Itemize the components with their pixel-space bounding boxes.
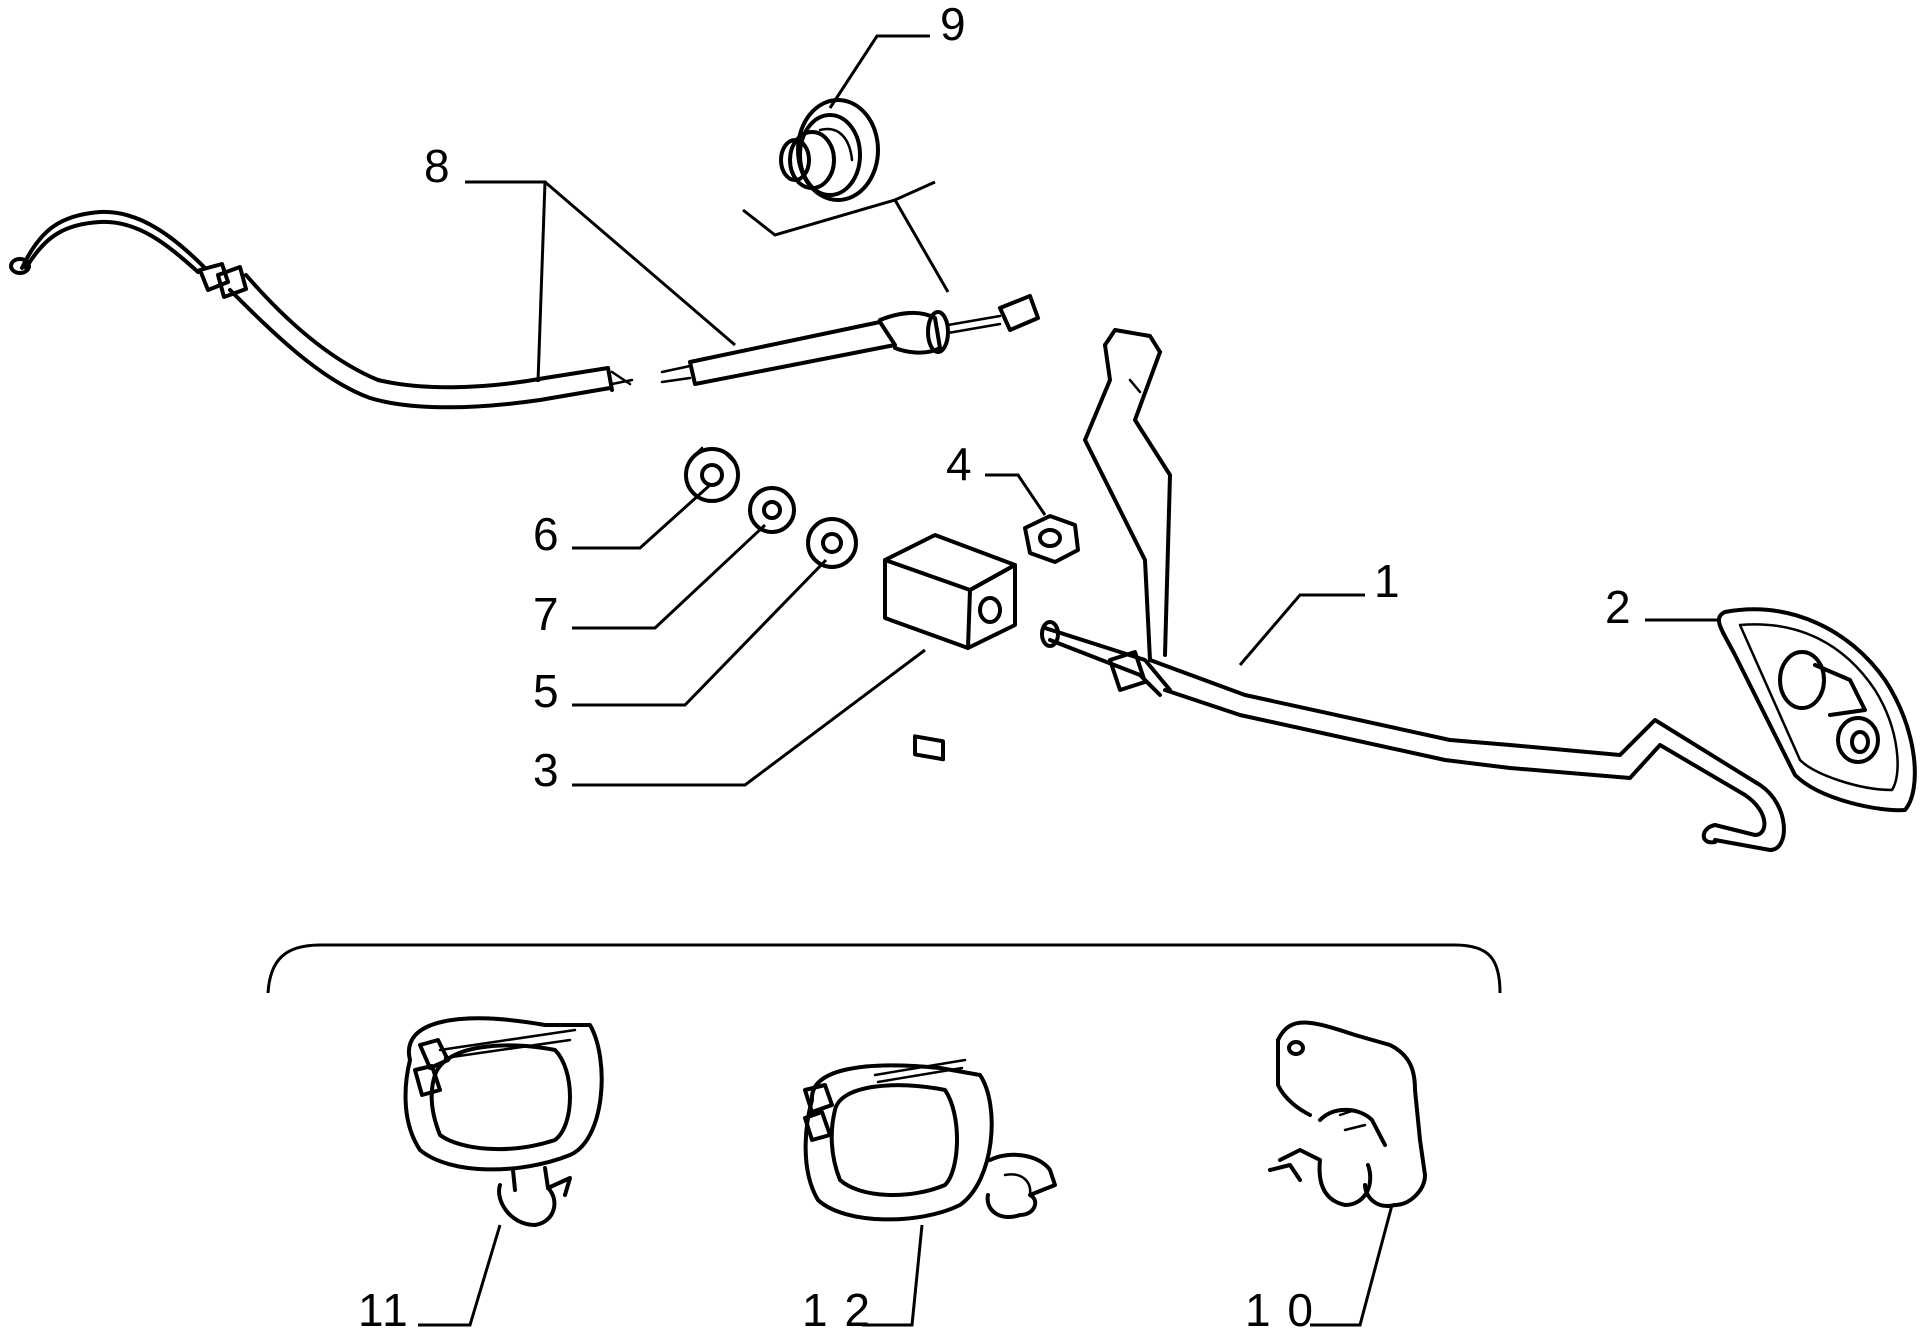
part-5-washer: [806, 517, 858, 569]
callout-10: 1 0: [1245, 1284, 1315, 1331]
group-bracket: [266, 943, 1502, 994]
part-6-clip-nut: [684, 446, 740, 503]
callout-2: 2: [1605, 581, 1633, 633]
part-12-cable-clip: [803, 1058, 1057, 1222]
part-6-7-5-leaders: 6 7 5: [533, 483, 828, 717]
part-8-leader-lines: 8: [424, 140, 736, 383]
part-11-cable-clip: [403, 1016, 604, 1227]
part-8-cable-right: [660, 294, 1040, 386]
part-10-bracket-clip: [1268, 1020, 1427, 1208]
callout-6: 6: [533, 508, 561, 560]
part-1-lever-rod: [1040, 328, 1786, 852]
part-11-leader: 11: [358, 1224, 502, 1331]
callout-7: 7: [533, 588, 561, 640]
part-9-leader-lines: 9: [742, 0, 968, 293]
part-12-leader: 1 2: [802, 1224, 924, 1331]
part-10-leader: 1 0: [1245, 1204, 1394, 1331]
callout-1: 1: [1374, 555, 1402, 607]
part-8-cable-left: [9, 209, 634, 410]
part-4-nut: [1023, 514, 1080, 564]
part-2-leader: 2: [1605, 581, 1720, 633]
callout-5: 5: [533, 665, 561, 717]
callout-12: 1 2: [802, 1284, 872, 1331]
part-2-pedal-pad: [1717, 607, 1917, 813]
part-1-leader: 1: [1238, 555, 1402, 666]
part-3-leader: 3: [533, 648, 926, 796]
callout-8: 8: [424, 140, 452, 192]
callout-4: 4: [946, 438, 974, 490]
part-7-washer: [748, 486, 796, 534]
callout-3: 3: [533, 744, 561, 796]
part-9-grommet: [779, 98, 880, 202]
part-4-leader: 4: [946, 438, 1047, 516]
part-3-block: [883, 533, 1017, 762]
callout-11: 11: [358, 1284, 410, 1331]
callout-9: 9: [940, 0, 968, 50]
